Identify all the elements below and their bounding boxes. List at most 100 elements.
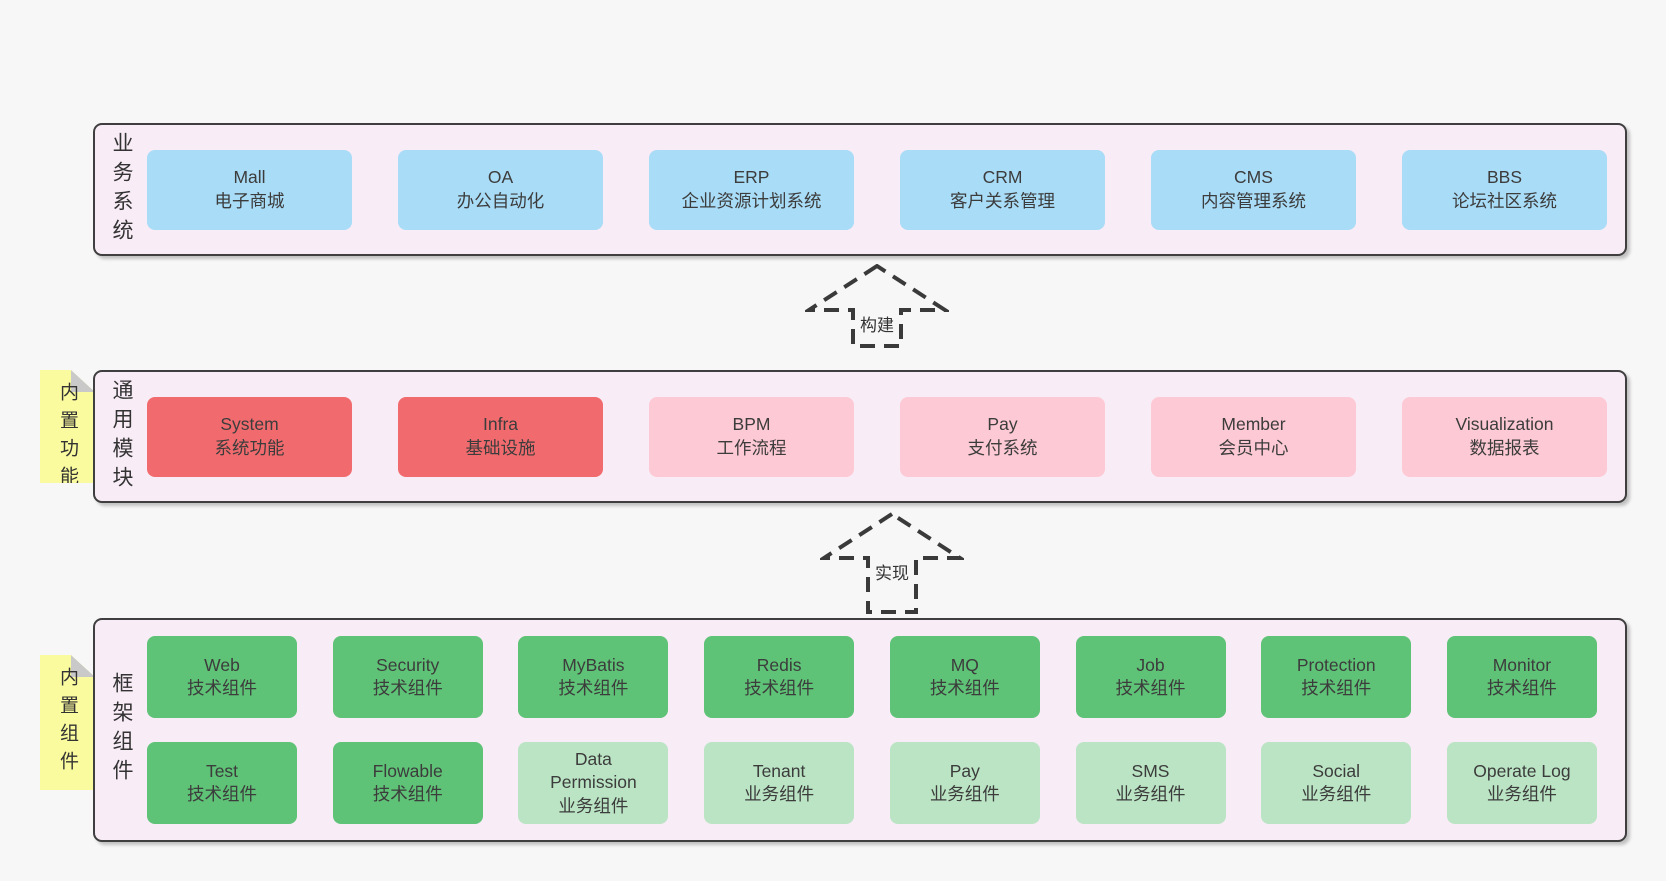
module-subtitle: 业务组件 — [1486, 784, 1557, 804]
module-name: Data Permission — [550, 749, 637, 793]
module-box-pay: Pay 业务组件 — [889, 742, 1040, 824]
module-name: Flowable — [372, 760, 443, 781]
module-name: Monitor — [1492, 654, 1552, 675]
module-subtitle: 技术组件 — [929, 678, 1000, 698]
module-name: Job — [1136, 654, 1165, 675]
module-subtitle: 技术组件 — [372, 678, 443, 698]
module-name: Member — [1221, 414, 1286, 435]
arrow-label: 构建 — [856, 310, 898, 337]
module-subtitle: 技术组件 — [1486, 678, 1557, 698]
band-label: 框架组件 — [110, 672, 133, 788]
module-name: CRM — [982, 167, 1023, 188]
module-box-test: Test 技术组件 — [147, 742, 297, 824]
module-subtitle: 论坛社区系统 — [1452, 190, 1557, 211]
module-name: Pay — [949, 760, 980, 781]
module-name: MQ — [950, 654, 979, 675]
module-subtitle: 客户关系管理 — [950, 190, 1055, 211]
module-subtitle: 会员中心 — [1218, 437, 1289, 458]
module-name: OA — [487, 167, 514, 188]
module-subtitle: 数据报表 — [1469, 437, 1540, 458]
module-name: Redis — [756, 654, 802, 675]
module-box-redis: Redis 技术组件 — [704, 636, 855, 718]
module-subtitle: 技术组件 — [1115, 678, 1186, 698]
module-name: ERP — [733, 167, 770, 188]
module-subtitle: 业务组件 — [929, 784, 1000, 804]
band-label: 业务系统 — [110, 131, 133, 248]
dashed-up-arrow-icon — [820, 512, 964, 614]
module-box-social: Social 业务组件 — [1261, 742, 1412, 824]
module-name: Tenant — [752, 760, 806, 781]
module-box-job: Job 技术组件 — [1075, 636, 1226, 718]
module-subtitle: 内容管理系统 — [1201, 190, 1306, 211]
module-subtitle: 电子商城 — [214, 190, 285, 211]
module-box-mybatis: MyBatis 技术组件 — [518, 636, 669, 718]
module-subtitle: 基础设施 — [465, 437, 536, 458]
module-box-sms: SMS 业务组件 — [1075, 742, 1226, 824]
module-subtitle: 支付系统 — [967, 437, 1038, 458]
module-name: Protection — [1296, 654, 1376, 675]
module-subtitle: 技术组件 — [558, 678, 629, 698]
module-subtitle: 业务组件 — [744, 784, 815, 804]
band-label: 通用模块 — [110, 378, 133, 495]
module-name: Visualization — [1455, 414, 1554, 435]
build-arrow: 构建 — [805, 264, 949, 348]
module-box-tenant: Tenant 业务组件 — [704, 742, 855, 824]
module-subtitle: 系统功能 — [214, 437, 285, 458]
module-subtitle: 业务组件 — [1301, 784, 1372, 804]
arrow-label: 实现 — [871, 558, 913, 585]
module-name: System — [220, 414, 279, 435]
sticky-note-builtin-components: 内置组件 — [40, 655, 95, 790]
module-subtitle: 技术组件 — [187, 784, 257, 804]
module-subtitle: 技术组件 — [744, 678, 815, 698]
module-name: Operate Log — [1473, 760, 1571, 781]
module-subtitle: 业务组件 — [1115, 784, 1186, 804]
module-name: Test — [205, 760, 239, 781]
module-name: BPM — [732, 414, 771, 435]
module-name: SMS — [1131, 760, 1170, 781]
module-subtitle: 技术组件 — [372, 784, 443, 804]
module-subtitle: 技术组件 — [187, 678, 257, 698]
module-subtitle: 办公自动化 — [456, 190, 545, 211]
module-subtitle: 业务组件 — [558, 795, 629, 816]
module-name: Pay — [987, 414, 1018, 435]
module-name: Mall — [233, 167, 266, 188]
module-subtitle: 企业资源计划系统 — [681, 190, 822, 211]
module-name: CMS — [1234, 167, 1273, 188]
module-name: Infra — [482, 414, 519, 435]
module-box-operate-log: Operate Log 业务组件 — [1446, 742, 1597, 824]
module-name: BBS — [1486, 167, 1523, 188]
sticky-note-builtin-features: 内置功能 — [40, 370, 95, 483]
module-subtitle: 技术组件 — [1301, 678, 1372, 698]
module-box-monitor: Monitor 技术组件 — [1446, 636, 1597, 718]
module-box-flowable: Flowable 技术组件 — [332, 742, 483, 824]
module-box-mq: MQ 技术组件 — [889, 636, 1040, 718]
sticky-note-label: 内置组件 — [57, 667, 78, 779]
implement-arrow: 实现 — [820, 512, 964, 614]
module-name: Social — [1312, 760, 1361, 781]
module-name: MyBatis — [562, 654, 625, 675]
module-subtitle: 工作流程 — [716, 437, 787, 458]
module-name: Security — [376, 654, 440, 675]
